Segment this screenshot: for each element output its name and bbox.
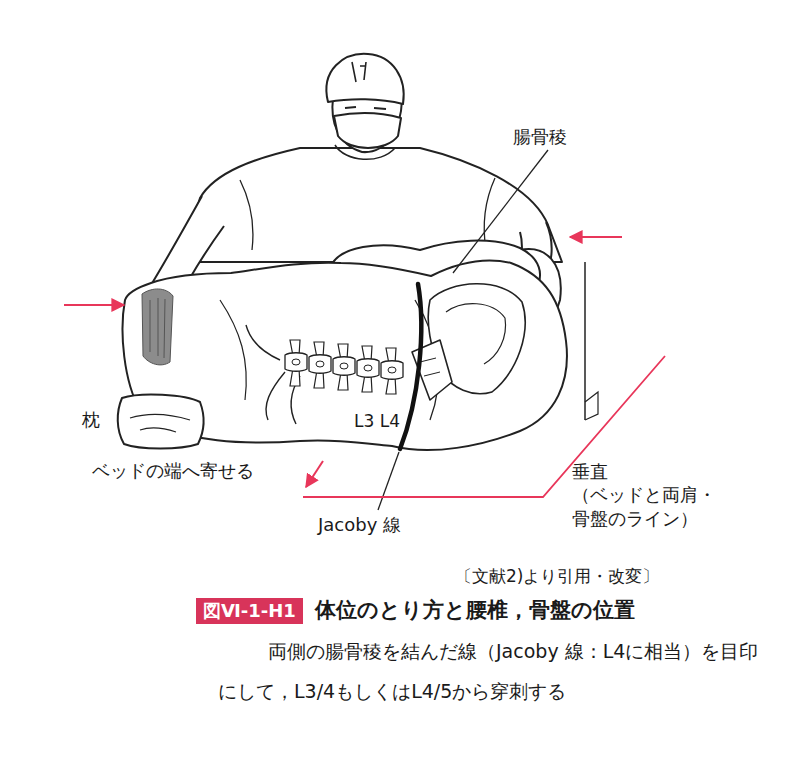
lumbar-spine	[357, 346, 379, 392]
pillow	[118, 395, 204, 449]
vertebra-label: L3 L4	[352, 411, 402, 432]
ribs	[246, 325, 280, 360]
leader-line	[378, 452, 399, 510]
part-label: 腸骨稜	[513, 126, 567, 149]
ribs	[266, 372, 285, 420]
figure-number-box: 図Ⅵ-1-H1	[196, 598, 303, 624]
source-note: 〔文献2)より引用・改変〕	[455, 566, 659, 587]
pelvis	[446, 304, 506, 364]
bed-edge-line	[303, 356, 665, 497]
lumbar-spine	[381, 348, 403, 394]
pillow	[118, 395, 204, 449]
lumbar-spine	[309, 342, 331, 388]
figure-number: 図Ⅵ-1-H1	[203, 599, 296, 622]
lumbar-spine	[285, 340, 307, 386]
push-arrow	[570, 236, 622, 238]
part-label: 枕	[82, 409, 100, 432]
patient-body	[142, 289, 173, 365]
push-arrow	[64, 304, 124, 306]
figure-caption: 両側の腸骨稜を結んだ線（Jacoby 線：L4に相当）を目印 にして，L3/4も…	[218, 631, 766, 711]
instruction-label: ベッドの端へ寄せる	[92, 460, 254, 483]
pelvis	[412, 284, 525, 400]
figure-title: 体位のとり方と腰椎，骨盤の位置	[315, 597, 635, 623]
pelvis	[420, 358, 440, 376]
patient-body	[220, 300, 246, 400]
right-angle-mark	[585, 392, 598, 420]
doctor-figure	[240, 180, 253, 250]
lumbar-spine	[333, 344, 355, 390]
push-arrow	[306, 461, 323, 487]
pillow	[130, 414, 190, 432]
doctor-figure	[332, 98, 402, 152]
doctor-figure	[326, 54, 403, 104]
lumbar-spine	[285, 340, 403, 394]
doctor-figure	[352, 62, 366, 82]
vertical-line	[584, 262, 586, 420]
doctor-figure	[334, 113, 401, 148]
leader-line	[453, 150, 548, 273]
note-label: 垂直 （ベッドと両肩・ 骨盤のライン）	[572, 460, 742, 530]
jacoby-line	[400, 284, 421, 449]
patient-body	[150, 298, 165, 358]
doctor-figure	[345, 107, 386, 109]
doctor-figure	[484, 178, 495, 250]
line-label: Jacoby 線	[318, 514, 401, 537]
